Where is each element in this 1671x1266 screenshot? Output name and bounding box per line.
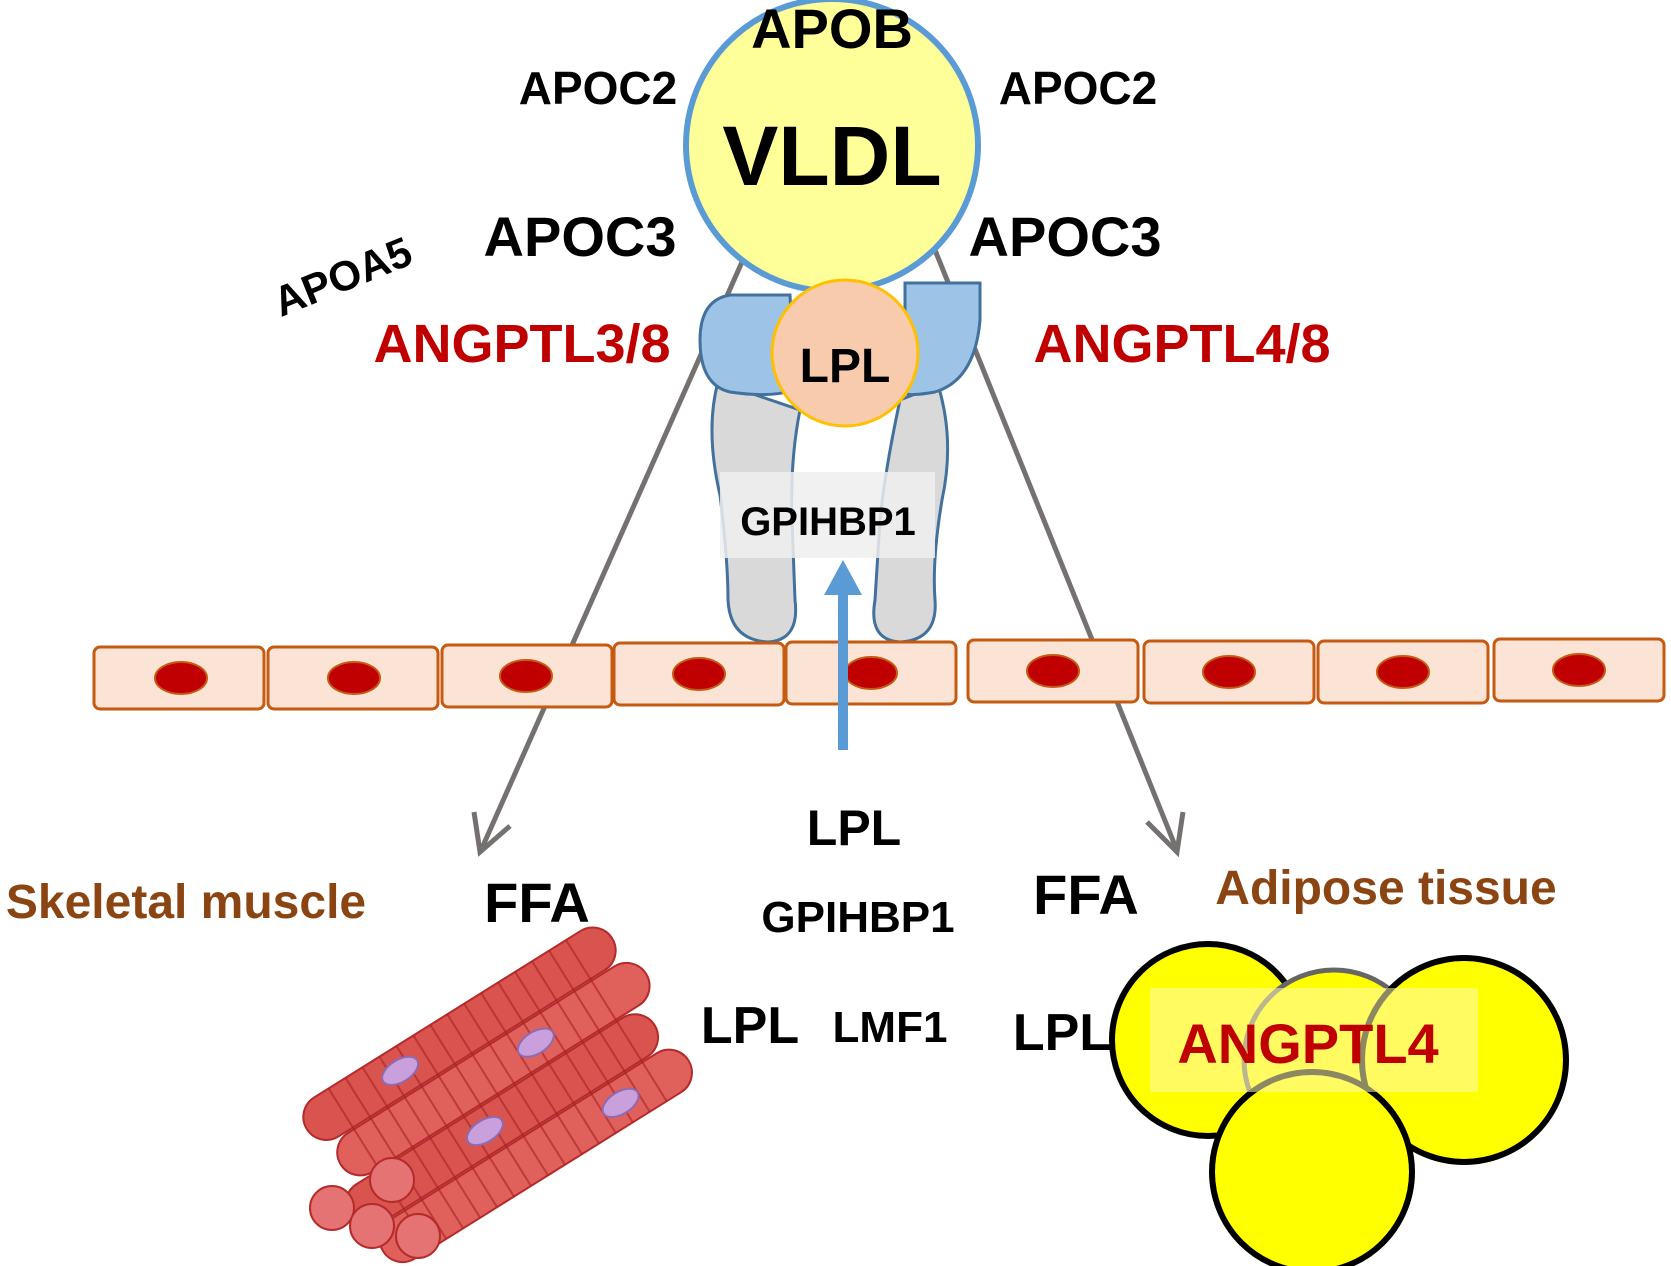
nucleus bbox=[154, 661, 208, 695]
apoc2-left-label: APOC2 bbox=[519, 62, 677, 114]
apoc3-left-label: APOC3 bbox=[484, 205, 677, 268]
apoc2-right-label: APOC2 bbox=[999, 62, 1157, 114]
endothelial-cell bbox=[92, 645, 266, 711]
endothelial-cell bbox=[966, 638, 1140, 704]
lpl-complex-label: LPL bbox=[800, 340, 891, 393]
nucleus bbox=[1026, 654, 1080, 688]
endothelial-cell bbox=[1142, 639, 1316, 705]
gpihbp1-complex-label: GPIHBP1 bbox=[740, 500, 916, 544]
endothelial-layer bbox=[92, 637, 1666, 711]
adipose-tissue-title: Adipose tissue bbox=[1215, 862, 1556, 915]
lpl-transport-label: LPL bbox=[807, 800, 901, 856]
nucleus bbox=[499, 659, 553, 693]
apoc3-right-label: APOC3 bbox=[969, 205, 1162, 268]
apoa5-label: APOA5 bbox=[267, 228, 419, 326]
gpihbp1-label-box bbox=[720, 472, 935, 558]
endothelial-cell bbox=[784, 640, 958, 706]
nucleus bbox=[1202, 655, 1256, 689]
endothelial-cell bbox=[1492, 637, 1666, 703]
endothelial-cell bbox=[1316, 639, 1490, 705]
lpl-adipose-label: LPL bbox=[1013, 1004, 1111, 1062]
endothelial-cell bbox=[266, 645, 440, 711]
muscle-fiber-bundle-icon bbox=[302, 926, 693, 1264]
nucleus bbox=[672, 657, 726, 691]
ffa-muscle-label: FFA bbox=[484, 871, 590, 934]
angptl4-adipose-label: ANGPTL4 bbox=[1177, 1012, 1438, 1075]
apob-label: APOB bbox=[751, 0, 913, 60]
angptl4-8-label: ANGPTL4/8 bbox=[1033, 314, 1330, 374]
gpihbp1-transport-label: GPIHBP1 bbox=[761, 893, 954, 942]
nucleus bbox=[844, 656, 898, 690]
lmf1-label: LMF1 bbox=[833, 1003, 948, 1052]
lpl-complex bbox=[770, 278, 920, 428]
arrow-to-muscle bbox=[471, 260, 745, 857]
lpl-transport-arrow bbox=[824, 560, 862, 750]
ffa-adipose-label: FFA bbox=[1033, 863, 1139, 926]
lpl-muscle-label: LPL bbox=[701, 997, 799, 1055]
endothelial-cell bbox=[440, 643, 614, 709]
angptl3-8-label: ANGPTL3/8 bbox=[373, 314, 670, 374]
nucleus bbox=[327, 661, 381, 695]
skeletal-muscle-title: Skeletal muscle bbox=[6, 876, 366, 929]
endothelial-cell bbox=[612, 641, 786, 707]
receptor-left-lobe bbox=[698, 293, 797, 397]
vldl-label: VLDL bbox=[722, 109, 941, 203]
nucleus bbox=[1376, 655, 1430, 689]
nucleus bbox=[1552, 653, 1606, 687]
angptl4-label-box bbox=[1150, 988, 1478, 1092]
